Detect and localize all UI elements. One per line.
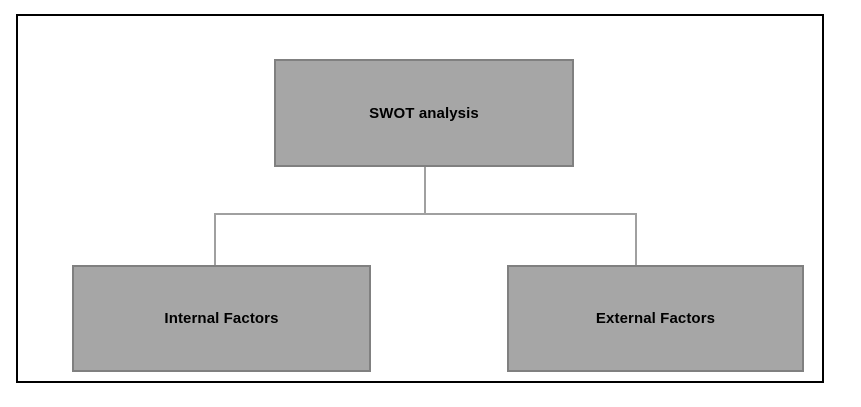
node-swot-analysis[interactable]: SWOT analysis xyxy=(274,59,574,167)
connector-drop-external xyxy=(635,213,637,266)
connector-drop-internal xyxy=(214,213,216,266)
node-external-factors[interactable]: External Factors xyxy=(507,265,804,372)
node-label-external: External Factors xyxy=(595,310,716,327)
connector-root-stem xyxy=(424,167,426,215)
node-label-root: SWOT analysis xyxy=(369,104,479,122)
node-label-internal: Internal Factors xyxy=(164,310,279,327)
connector-horizontal-bus xyxy=(214,213,637,215)
diagram-frame: SWOT analysis Internal Factors External … xyxy=(16,14,824,383)
node-internal-factors[interactable]: Internal Factors xyxy=(72,265,371,372)
